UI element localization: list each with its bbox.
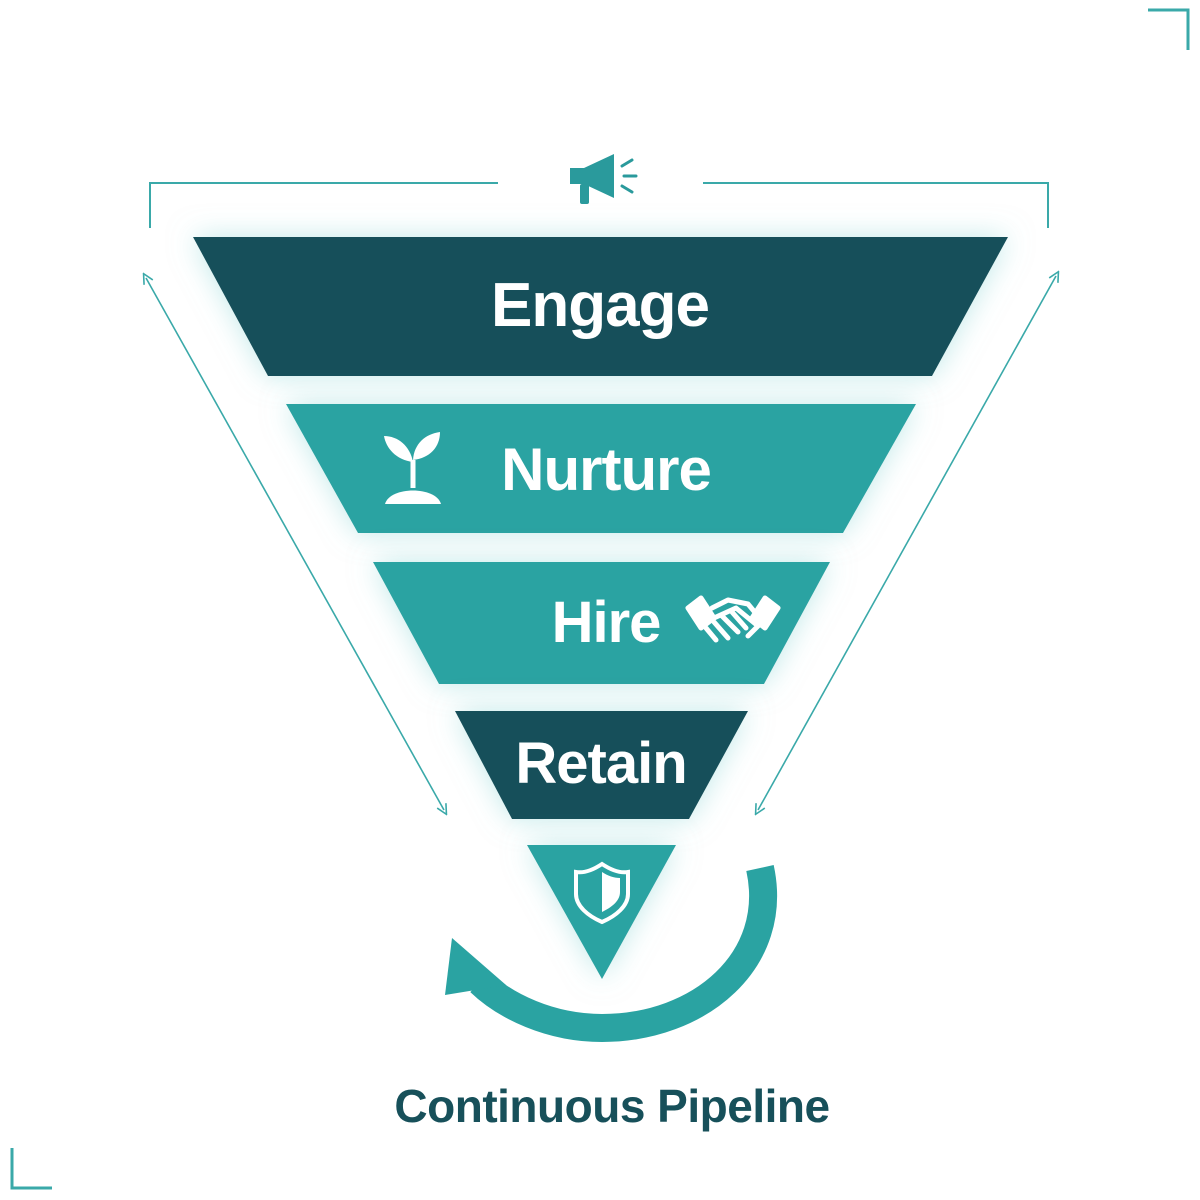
corner-bracket-bottom-left — [10, 1148, 52, 1190]
top-bracket-right — [703, 182, 1049, 228]
top-bracket-left — [149, 182, 498, 228]
stage-label-engage: Engage — [491, 271, 709, 340]
caption-continuous-pipeline: Continuous Pipeline — [394, 1080, 829, 1132]
stage-label-nurture: Nurture — [501, 436, 711, 503]
megaphone-icon — [570, 154, 638, 204]
funnel-stage-hire — [373, 562, 830, 684]
continuous-cycle-arrow — [445, 865, 778, 1043]
stage-label-hire: Hire — [552, 590, 661, 655]
funnel-stage-nurture — [286, 404, 916, 533]
right-diagonal-arrow — [758, 276, 1056, 810]
funnel-stage-retain — [455, 711, 748, 819]
funnel-tip — [527, 845, 676, 979]
sprout-icon — [384, 432, 441, 504]
handshake-icon — [685, 595, 781, 643]
left-diagonal-arrow — [146, 278, 444, 810]
corner-bracket-top-right — [1148, 8, 1190, 50]
funnel-stage-engage — [193, 237, 1008, 376]
stage-label-retain: Retain — [515, 731, 686, 796]
shield-icon — [574, 861, 630, 925]
